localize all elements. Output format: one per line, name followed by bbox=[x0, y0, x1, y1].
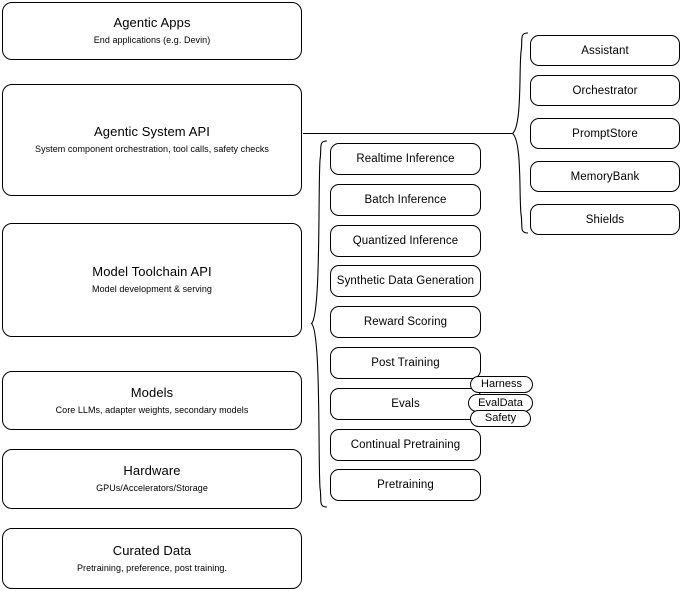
component-label: Assistant bbox=[581, 44, 629, 57]
layer-model-toolchain-api[interactable]: Model Toolchain API Model development & … bbox=[2, 223, 302, 337]
component-assistant[interactable]: Assistant bbox=[530, 35, 680, 66]
evals-badge-label: Harness bbox=[481, 378, 522, 390]
component-promptstore[interactable]: PromptStore bbox=[530, 118, 680, 149]
capability-reward-scoring[interactable]: Reward Scoring bbox=[330, 306, 481, 338]
capability-label: Post Training bbox=[371, 357, 440, 369]
layer-title: Agentic Apps bbox=[113, 15, 191, 30]
capability-batch-inference[interactable]: Batch Inference bbox=[330, 184, 481, 216]
capability-continual-pretraining[interactable]: Continual Pretraining bbox=[330, 429, 481, 461]
layer-models[interactable]: Models Core LLMs, adapter weights, secon… bbox=[2, 371, 302, 430]
evals-badge-label: Safety bbox=[484, 412, 517, 424]
evals-badge-label: EvalData bbox=[478, 396, 523, 409]
component-memorybank[interactable]: MemoryBank bbox=[530, 161, 680, 192]
capability-label: Quantized Inference bbox=[352, 235, 459, 247]
capability-label: Reward Scoring bbox=[363, 316, 448, 328]
capability-label: Continual Pretraining bbox=[350, 439, 461, 451]
layer-subtitle: Core LLMs, adapter weights, secondary mo… bbox=[55, 404, 249, 415]
layer-subtitle: End applications (e.g. Devin) bbox=[93, 35, 211, 45]
layer-title: Curated Data bbox=[112, 542, 192, 558]
capability-post-training[interactable]: Post Training bbox=[330, 347, 481, 379]
layer-subtitle: GPUs/Accelerators/Storage bbox=[96, 483, 208, 493]
capability-label: Synthetic Data Generation bbox=[336, 275, 475, 287]
capability-evals[interactable]: Evals bbox=[330, 388, 481, 420]
evals-badge-safety[interactable]: Safety bbox=[470, 410, 531, 427]
component-label: Shields bbox=[585, 213, 625, 226]
right-brace bbox=[511, 32, 529, 234]
layer-subtitle: Model development & serving bbox=[92, 284, 212, 294]
evals-badge-harness[interactable]: Harness bbox=[470, 376, 533, 393]
capability-pretraining[interactable]: Pretraining bbox=[330, 469, 481, 501]
capability-realtime-inference[interactable]: Realtime Inference bbox=[330, 143, 481, 175]
layer-curated-data[interactable]: Curated Data Pretraining, preference, po… bbox=[2, 528, 302, 589]
component-label: PromptStore bbox=[572, 127, 638, 140]
layer-agentic-system-api[interactable]: Agentic System API System component orch… bbox=[2, 84, 302, 196]
layer-title: Hardware bbox=[123, 463, 181, 478]
layer-subtitle: System component orchestration, tool cal… bbox=[35, 144, 269, 154]
middle-brace bbox=[310, 140, 328, 508]
layer-hardware[interactable]: Hardware GPUs/Accelerators/Storage bbox=[2, 449, 302, 509]
layer-title: Models bbox=[130, 384, 174, 400]
capability-label: Batch Inference bbox=[364, 194, 447, 206]
layer-title: Agentic System API bbox=[94, 124, 210, 139]
component-label: Orchestrator bbox=[572, 84, 638, 97]
capability-label: Realtime Inference bbox=[356, 153, 455, 165]
component-orchestrator[interactable]: Orchestrator bbox=[530, 75, 680, 106]
layer-agentic-apps[interactable]: Agentic Apps End applications (e.g. Devi… bbox=[2, 2, 302, 60]
layer-title: Model Toolchain API bbox=[92, 264, 212, 279]
capability-label: Evals bbox=[391, 398, 420, 410]
component-shields[interactable]: Shields bbox=[530, 204, 680, 235]
capability-label: Pretraining bbox=[377, 479, 434, 491]
component-label: MemoryBank bbox=[570, 170, 640, 183]
capability-quantized-inference[interactable]: Quantized Inference bbox=[330, 225, 481, 257]
layer-subtitle: Pretraining, preference, post training. bbox=[76, 562, 228, 573]
capability-synthetic-data-generation[interactable]: Synthetic Data Generation bbox=[330, 265, 481, 297]
